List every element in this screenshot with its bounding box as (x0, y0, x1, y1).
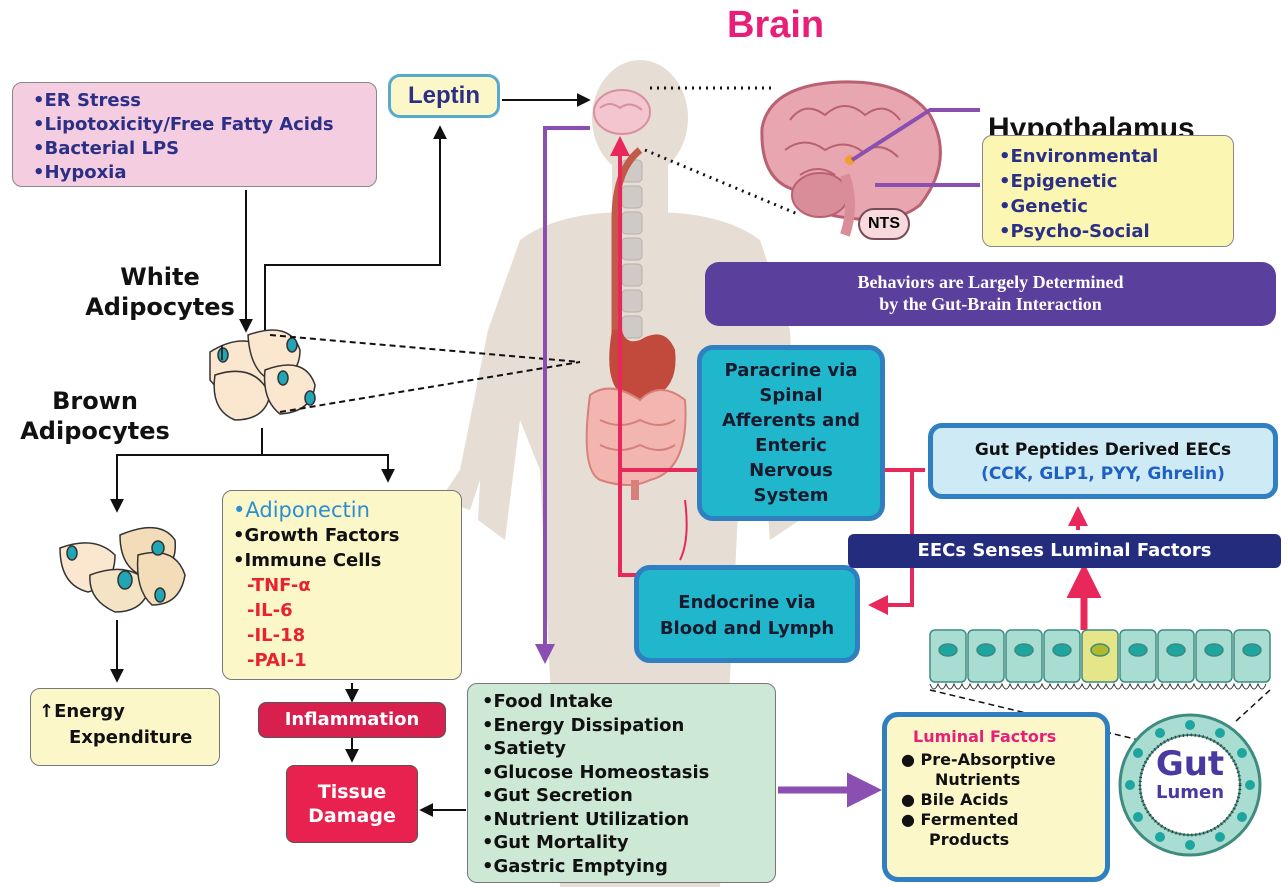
outcome-item: •Glucose Homeostasis (482, 761, 775, 785)
luminal-item: ● Bile Acids (901, 790, 1105, 810)
outcomes-box: •Food Intake •Energy Dissipation •Satiet… (467, 683, 776, 883)
brown-adipocytes-label: Brown Adipocytes (0, 386, 190, 446)
luminal-item: ● Fermented (901, 810, 1105, 830)
adipokine-item: •Growth Factors (233, 523, 461, 548)
cytokine-item: -PAI-1 (233, 648, 461, 673)
stressors-box: •ER Stress •Lipotoxicity/Free Fatty Acid… (12, 82, 377, 187)
stressor-item: •Bacterial LPS (33, 137, 376, 161)
gut-lumen-label: Gut Lumen (1140, 746, 1240, 804)
energy-expenditure-box: ↑Energy Expenditure (30, 688, 220, 766)
cytokine-item: -TNF-α (233, 573, 461, 598)
factor-item: •Environmental (999, 144, 1233, 169)
luminal-factors-box: Luminal Factors ● Pre-Absorptive Nutrien… (882, 712, 1110, 882)
brain-icon (594, 90, 650, 134)
spine-icon (622, 160, 642, 338)
outcome-item: •Energy Dissipation (482, 714, 775, 738)
outcome-item: •Nutrient Utilization (482, 808, 775, 832)
luminal-item: ● Pre-Absorptive (901, 750, 1105, 770)
endocrine-box: Endocrine via Blood and Lymph (634, 565, 860, 663)
cytokine-item: -IL-18 (233, 623, 461, 648)
stressor-item: •Lipotoxicity/Free Fatty Acids (33, 113, 376, 137)
white-adipocytes-label: White Adipocytes (60, 262, 260, 322)
brain-title: Brain (727, 4, 824, 47)
white-adipocytes-icon (210, 330, 315, 420)
paracrine-box: Paracrine via Spinal Afferents and Enter… (697, 345, 885, 521)
hypothalamus-factors-box: •Environmental •Epigenetic •Genetic •Psy… (982, 135, 1234, 247)
outcome-item: •Food Intake (482, 690, 775, 714)
factor-item: •Psycho-Social (999, 219, 1233, 244)
adiponectin-label: •Adiponectin (233, 497, 461, 523)
behaviors-line2: by the Gut-Brain Interaction (705, 293, 1276, 315)
outcome-item: •Gastric Emptying (482, 855, 775, 879)
behaviors-banner: Behaviors are Largely Determined by the … (705, 262, 1276, 326)
cytokine-item: -IL-6 (233, 598, 461, 623)
factor-item: •Genetic (999, 194, 1233, 219)
outcome-item: •Gut Secretion (482, 784, 775, 808)
outcome-item: •Gut Mortality (482, 831, 775, 855)
nts-badge: NTS (858, 208, 910, 240)
stressor-item: •Hypoxia (33, 161, 376, 185)
gut-epithelium-icon (930, 630, 1270, 689)
tissue-damage-box: Tissue Damage (286, 765, 418, 843)
adipokine-item: •Immune Cells (233, 548, 461, 573)
adipokines-box: •Adiponectin •Growth Factors •Immune Cel… (222, 490, 462, 680)
nts-label: NTS (868, 215, 900, 232)
leptin-label: Leptin (408, 82, 480, 109)
eecs-senses-bar: EECs Senses Luminal Factors (848, 534, 1281, 568)
brown-adipocytes-icon (60, 528, 185, 612)
up-arrow-icon: ↑ (39, 701, 54, 722)
factor-item: •Epigenetic (999, 169, 1233, 194)
leptin-box: Leptin (388, 74, 500, 118)
inflammation-box: Inflammation (258, 702, 446, 738)
behaviors-line1: Behaviors are Largely Determined (705, 271, 1276, 293)
outcome-item: •Satiety (482, 737, 775, 761)
stressor-item: •ER Stress (33, 89, 376, 113)
luminal-factors-title: Luminal Factors (901, 727, 1105, 747)
gut-peptides-box: Gut Peptides Derived EECs (CCK, GLP1, PY… (928, 423, 1278, 499)
